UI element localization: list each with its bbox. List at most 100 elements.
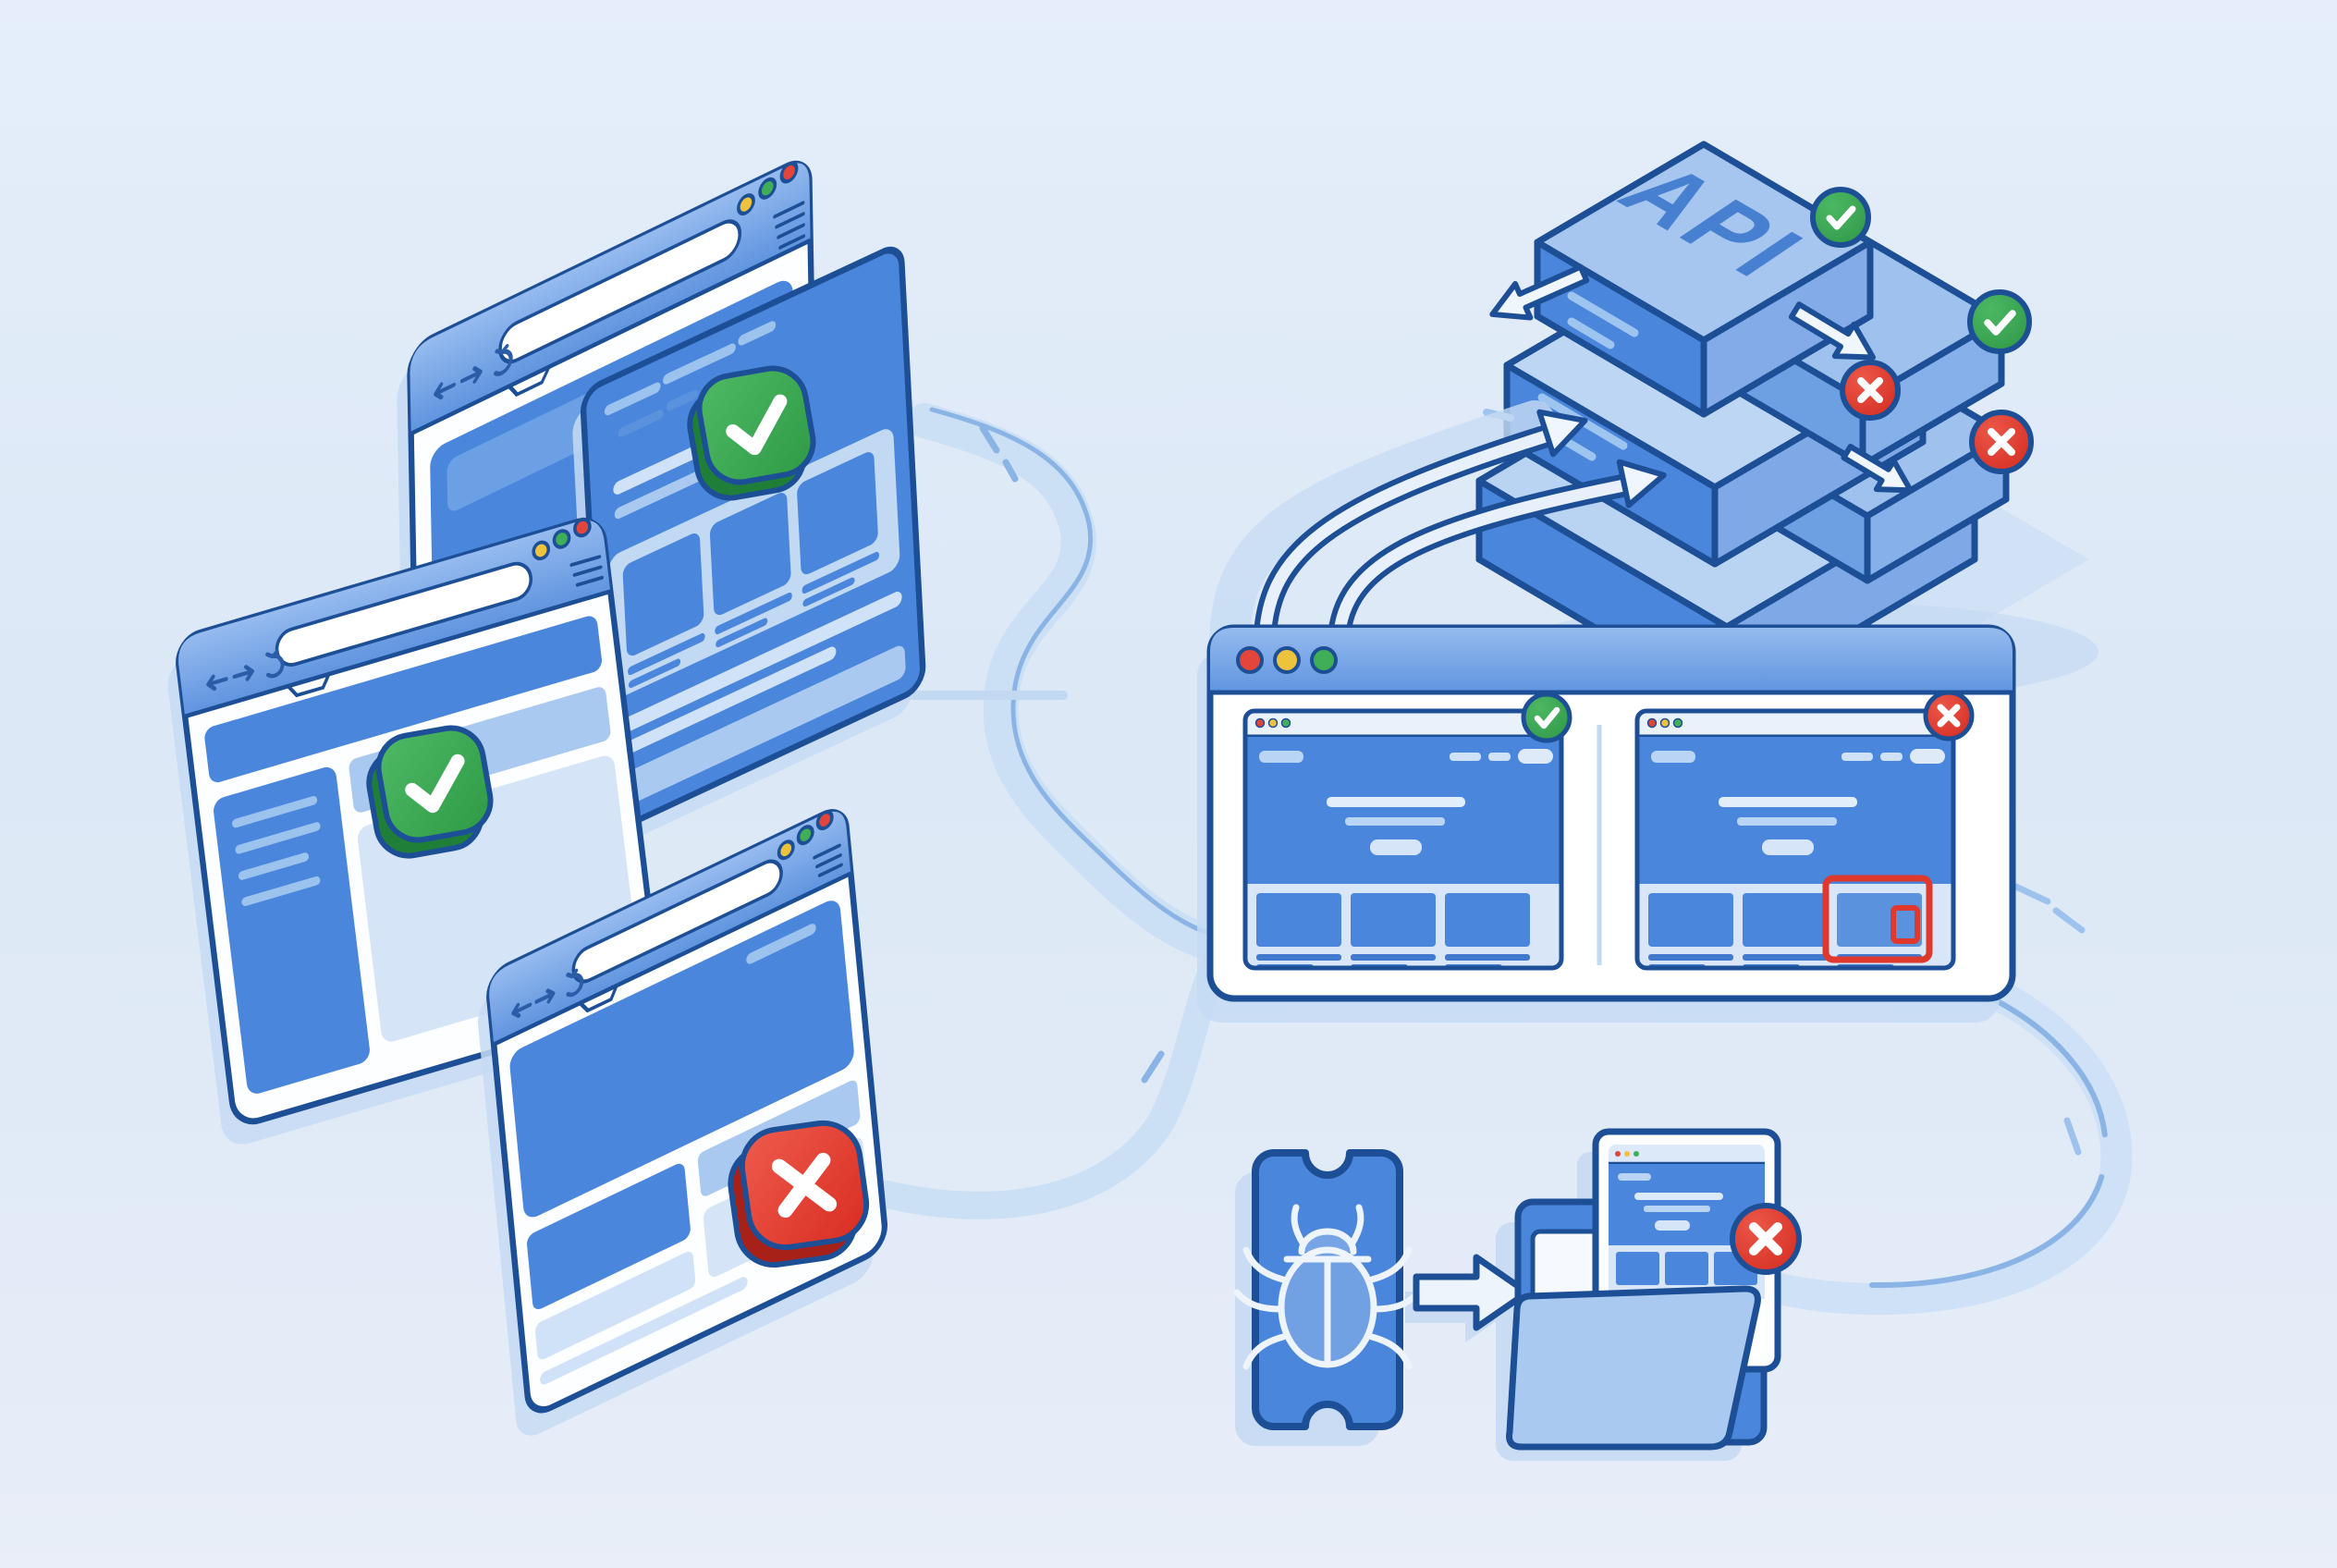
bug-report-flow xyxy=(1233,1128,1802,1461)
traffic-light-red-icon xyxy=(1236,646,1264,674)
pipe-arrowhead-icon xyxy=(1616,459,1667,508)
traffic-light-green-icon xyxy=(796,825,814,846)
badge-fail-folder xyxy=(1730,1203,1802,1275)
mini-card xyxy=(1648,893,1733,947)
mini-traffic-light-green-icon xyxy=(1672,717,1683,729)
forward-icon xyxy=(534,988,556,1004)
traffic-light-yellow-icon xyxy=(737,193,755,216)
back-icon xyxy=(206,674,228,692)
mini-headline xyxy=(1719,797,1857,807)
traffic-light-red-icon xyxy=(573,517,592,538)
mini-titlebar xyxy=(1245,711,1561,736)
tablet-button xyxy=(1655,1220,1690,1231)
traffic-light-yellow-icon xyxy=(1273,646,1301,674)
tablet-mini-titlebar xyxy=(1609,1145,1765,1163)
connector-dash xyxy=(2063,1117,2082,1156)
mini-nav-pill xyxy=(1450,753,1481,761)
mini-subline xyxy=(1737,817,1837,826)
mini-card xyxy=(1351,893,1436,947)
content-card xyxy=(527,1163,691,1310)
api-arrow-down-right-icon xyxy=(1841,443,1914,494)
tablet-dot-green-icon xyxy=(1633,1151,1639,1157)
menu-icon xyxy=(773,201,806,250)
mini-logo-pill xyxy=(1259,751,1303,763)
connector-top-curve xyxy=(907,403,1233,962)
footer-block xyxy=(619,645,906,806)
badge-face xyxy=(375,725,494,843)
api-arrow-into-box-icon xyxy=(1788,301,1877,361)
tab-notch xyxy=(508,366,551,398)
mini-headline xyxy=(1327,797,1465,807)
reload-icon xyxy=(265,649,285,679)
pipe-arrowhead-icon xyxy=(1536,409,1588,458)
tablet-dot-yellow-icon xyxy=(1624,1151,1630,1157)
mini-cta-button xyxy=(1762,839,1814,855)
folder-front xyxy=(1506,1285,1761,1451)
badge-fail-bottom-window xyxy=(728,1120,870,1268)
x-icon xyxy=(1988,428,2015,456)
mini-cta-button xyxy=(1370,839,1422,855)
mini-frame xyxy=(1634,708,1956,971)
traffic-light-yellow-icon xyxy=(777,839,795,861)
hero-block xyxy=(509,900,854,1218)
reload-icon xyxy=(494,344,513,376)
slab-vent-lines xyxy=(1567,291,1639,349)
back-icon xyxy=(434,382,456,400)
grid-card xyxy=(622,533,704,656)
api-arrow-out-left-icon xyxy=(1489,263,1590,321)
caption-lines xyxy=(628,551,880,689)
text-line xyxy=(617,592,902,735)
connector-dash xyxy=(979,424,1019,483)
hero-line xyxy=(746,924,816,964)
panel-baseline xyxy=(1242,692,1572,971)
grid-card xyxy=(709,493,791,616)
panel-badge-fail xyxy=(1923,690,1975,741)
check-icon xyxy=(405,753,465,814)
tablet-card xyxy=(1616,1252,1659,1285)
pipe-glow xyxy=(1209,400,1555,668)
mini-traffic-light-red-icon xyxy=(1254,717,1266,729)
x-icon xyxy=(1857,377,1883,403)
request-pipes xyxy=(1209,400,1667,668)
check-icon xyxy=(1534,706,1560,729)
traffic-light-green-icon xyxy=(758,177,777,200)
diff-changed-element xyxy=(1890,905,1920,944)
transfer-arrow-icon xyxy=(1413,1254,1531,1331)
menu-icon xyxy=(813,843,843,877)
api-badge-pass-2 xyxy=(1967,289,2032,354)
mini-traffic-light-red-icon xyxy=(1646,717,1658,729)
mini-nav-pill xyxy=(1841,753,1873,761)
api-badge-fail-2 xyxy=(1969,410,2034,474)
badge-pass-page-card xyxy=(687,365,816,501)
connector-dash xyxy=(1141,1050,1165,1084)
mini-traffic-light-yellow-icon xyxy=(1659,717,1670,729)
tablet-card xyxy=(1665,1252,1708,1285)
mini-nav-pill xyxy=(1880,753,1903,761)
reload-icon xyxy=(566,968,584,998)
mini-card xyxy=(1256,893,1341,947)
tablet-dot-red-icon xyxy=(1615,1151,1621,1157)
mini-frame xyxy=(1242,708,1564,971)
card-dashes xyxy=(604,321,777,437)
diff-highlight-box xyxy=(1822,875,1933,963)
mini-nav-button xyxy=(1518,749,1553,764)
bug-icon xyxy=(1233,1204,1422,1370)
traffic-light-yellow-icon xyxy=(532,540,551,561)
panel-current xyxy=(1634,690,1975,971)
content-row xyxy=(535,1251,696,1360)
text-line xyxy=(540,1277,748,1385)
traffic-light-red-icon xyxy=(779,161,799,184)
report-folder xyxy=(1506,1128,1802,1451)
mini-card xyxy=(1445,893,1530,947)
window-titlebar xyxy=(1210,628,2013,692)
tablet-line xyxy=(1644,1206,1710,1212)
top-banner xyxy=(204,616,602,783)
check-icon xyxy=(1984,310,2016,336)
mini-logo-pill xyxy=(1651,751,1695,763)
badge-face xyxy=(696,365,816,485)
forward-icon xyxy=(459,366,483,384)
tab-notch xyxy=(579,985,618,1013)
badge-pass-left-window xyxy=(366,725,494,859)
bug-ticket xyxy=(1233,1149,1422,1430)
